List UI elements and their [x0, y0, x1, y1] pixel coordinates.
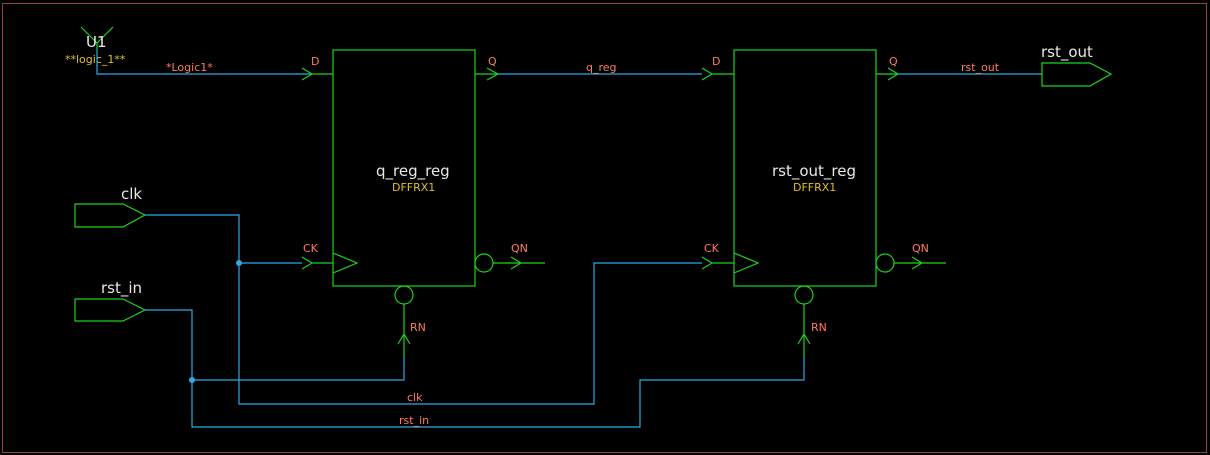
flop-cell-label: DFFRX1 [392, 181, 435, 194]
port-label: clk [121, 185, 142, 203]
flop-instance-label: q_reg_reg [376, 162, 450, 181]
net-clk-label: clk [407, 391, 423, 404]
qn-pin-label: QN [912, 242, 929, 255]
input-port-symbol [74, 298, 147, 322]
rn-pin-arrow [397, 304, 411, 357]
input-port-symbol [74, 203, 147, 228]
d-pin-arrow [301, 67, 333, 81]
ck-pin-label: CK [704, 242, 720, 255]
flop-instance-label: rst_out_reg [772, 162, 856, 181]
net-rst-out-label: rst_out [961, 61, 1000, 74]
tie-high-symbol [80, 26, 114, 49]
ck-pin-arrow [301, 256, 333, 270]
d-pin-label: D [311, 55, 319, 68]
qn-pin-label: QN [511, 242, 528, 255]
ck-pin-arrow [701, 256, 734, 270]
output-port-symbol [1041, 62, 1113, 87]
net-clk-junction [236, 260, 242, 266]
q-pin-arrow [876, 67, 900, 81]
port-label: rst_in [101, 279, 142, 298]
d-pin-arrow [701, 67, 734, 81]
net-logic1-wire[interactable] [96, 49, 312, 75]
qn-pin-arrow [894, 256, 946, 270]
tie-cell-type-label: **logic_1** [65, 53, 126, 66]
clock-triangle-icon [733, 252, 760, 274]
input-port-rst-in[interactable]: rst_in [74, 279, 147, 322]
rn-pin-label: RN [410, 321, 426, 334]
qn-inversion-bubble [875, 253, 895, 273]
rn-inversion-bubble [394, 285, 414, 305]
d-pin-label: D [712, 55, 720, 68]
flop-cell-label: DFFRX1 [793, 181, 836, 194]
net-clk-wire[interactable] [145, 214, 702, 405]
net-q-reg-label: q_reg [586, 61, 617, 74]
q-pin-label: Q [488, 55, 497, 68]
clock-triangle-icon [332, 252, 359, 274]
output-port-rst-out[interactable]: rst_out [1041, 43, 1113, 87]
qn-inversion-bubble [474, 253, 494, 273]
tie-cell-u1[interactable]: U1 **logic_1** [65, 26, 126, 66]
input-port-clk[interactable]: clk [74, 185, 147, 228]
net-rst-in-label: rst_in [399, 414, 429, 427]
net-rst-in-wire[interactable] [145, 309, 805, 428]
net-logic1-label: *Logic1* [166, 61, 213, 74]
rn-inversion-bubble [794, 285, 814, 305]
port-label: rst_out [1041, 43, 1093, 62]
tie-cell-instance-label: U1 [86, 33, 107, 51]
q-pin-label: Q [889, 55, 898, 68]
qn-pin-arrow [493, 256, 545, 270]
q-pin-arrow [475, 67, 500, 81]
rn-pin-label: RN [811, 321, 827, 334]
flop-rst-out-reg[interactable]: D Q CK QN RN rst_out_reg DFFRX1 [701, 49, 946, 357]
rn-pin-arrow [797, 304, 811, 357]
flop-q-reg-reg[interactable]: D Q CK QN RN q_reg_reg DFFRX1 [301, 49, 545, 357]
ck-pin-label: CK [303, 242, 319, 255]
net-rst-in-junction [189, 377, 195, 383]
schematic-frame [2, 3, 1207, 453]
